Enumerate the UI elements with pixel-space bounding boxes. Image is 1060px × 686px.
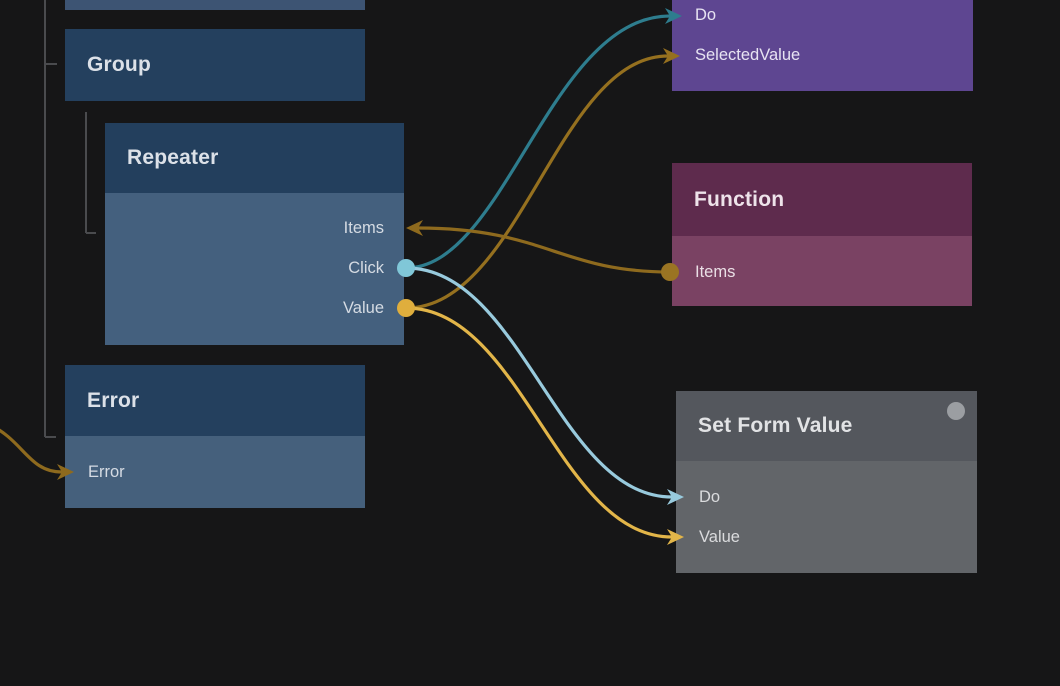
wire-repeater-click-to-setformvalue-do[interactable] <box>404 266 674 499</box>
wire-function-items-to-repeater-items[interactable] <box>416 226 672 274</box>
status-badge-dot <box>947 402 965 420</box>
node-header: Repeater <box>105 123 404 193</box>
wire-repeater-click-to-purple-do[interactable] <box>404 14 672 270</box>
port-do[interactable]: Do <box>676 485 977 509</box>
node-repeater[interactable]: Repeater Items Click Value <box>105 123 404 345</box>
port-click[interactable]: Click <box>105 256 404 280</box>
node-title: Set Form Value <box>698 414 853 437</box>
node-title: Function <box>694 187 785 211</box>
node-error[interactable]: Error Error <box>65 365 365 508</box>
port-selectedvalue[interactable]: SelectedValue <box>672 43 973 67</box>
node-function[interactable]: Function Items <box>672 163 972 306</box>
port-label: Items <box>695 263 736 281</box>
port-label: Items <box>343 219 384 237</box>
port-label: Value <box>699 528 740 546</box>
port-items[interactable]: Items <box>672 260 972 284</box>
port-label: Error <box>88 463 125 481</box>
port-items[interactable]: Items <box>105 216 404 240</box>
node-title: Repeater <box>127 146 219 169</box>
port-label: Click <box>348 259 384 277</box>
node-header: Group <box>65 29 365 101</box>
wire-arrowhead-icon <box>406 220 423 236</box>
port-do[interactable]: Do <box>672 3 973 27</box>
wire-repeater-value-to-purple-selectedvalue[interactable] <box>404 54 670 310</box>
node-group[interactable]: Group <box>65 29 365 101</box>
port-label: SelectedValue <box>695 46 801 64</box>
port-error[interactable]: Error <box>65 460 365 484</box>
node-clipped-top[interactable] <box>65 0 365 10</box>
node-set-form-value[interactable]: Set Form Value Do Value <box>676 391 977 573</box>
port-value[interactable]: Value <box>105 296 404 320</box>
wire-offscreen-left-to-error-error[interactable] <box>0 424 64 474</box>
node-clipped-purple[interactable]: Do SelectedValue <box>672 0 973 91</box>
port-label: Value <box>343 299 384 317</box>
node-title: Error <box>87 388 140 412</box>
wire-repeater-value-to-setformvalue-value[interactable] <box>404 306 674 539</box>
node-header: Function <box>672 163 972 236</box>
node-title: Group <box>87 53 151 76</box>
node-header: Error <box>65 365 365 436</box>
node-header: Set Form Value <box>676 391 977 461</box>
port-label: Do <box>695 6 717 24</box>
port-label: Do <box>699 488 721 506</box>
port-value[interactable]: Value <box>676 525 977 549</box>
